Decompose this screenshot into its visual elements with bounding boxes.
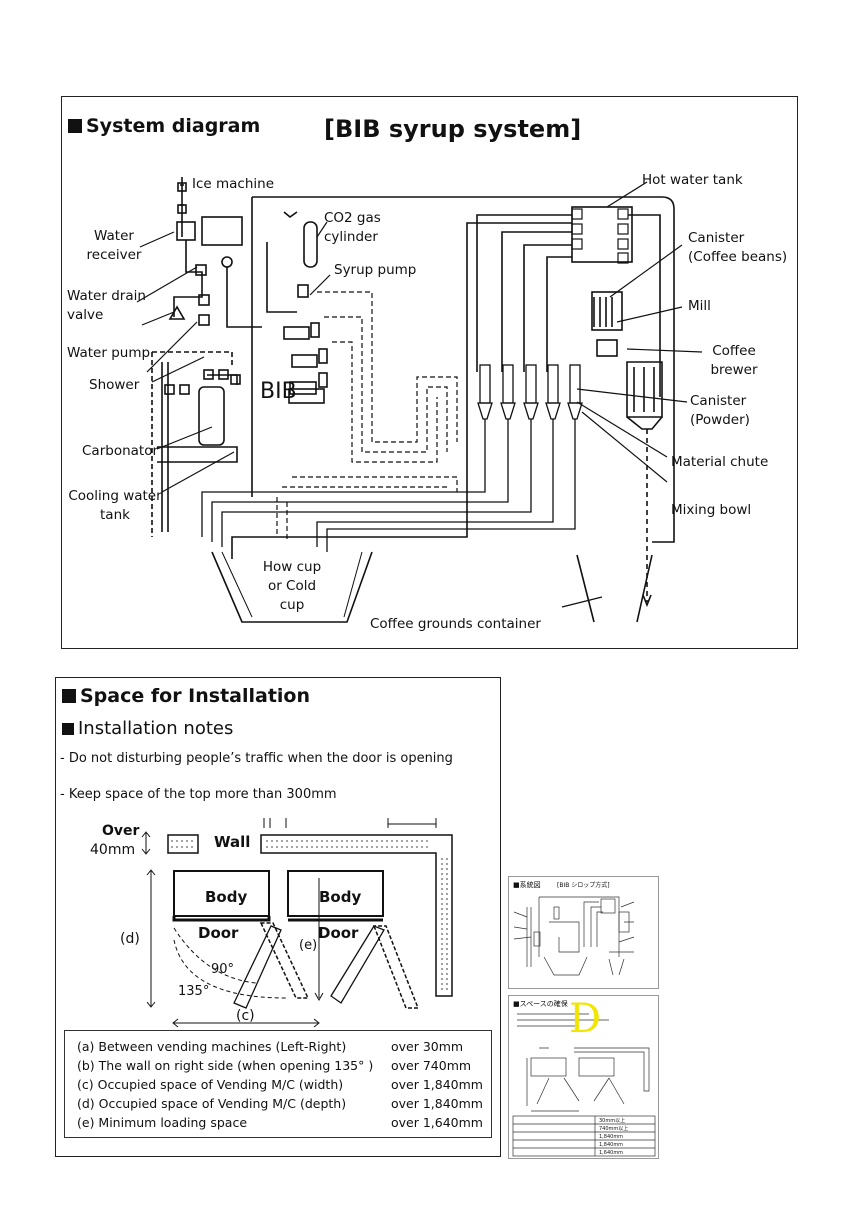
note-top-space: - Keep space of the top more than 300mm: [60, 787, 337, 802]
fig-body-left: Body: [205, 888, 248, 906]
label-ice-machine: Ice machine: [192, 176, 275, 192]
label-coffee-brewer: Coffee brewer: [710, 343, 758, 378]
note-traffic: - Do not disturbing people’s traffic whe…: [60, 751, 453, 766]
dim-label-d: (d) Occupied space of Vending M/C (depth…: [77, 1096, 347, 1111]
label-water-receiver: Water receiver: [86, 228, 142, 263]
thumb-table-values: 30mm以上 740mm以上 1,840mm 1,840mm 1,640mm: [599, 1118, 629, 1156]
fig-angle-90: 90°: [211, 962, 235, 977]
label-syrup-pump: Syrup pump: [334, 262, 417, 278]
installation-heading: Space for Installation: [62, 685, 310, 707]
fig-label-d: (d): [120, 931, 140, 947]
label-bib: BIB: [260, 379, 297, 404]
thumb-install-figure: [512, 1013, 656, 1157]
installation-figure: [141, 818, 453, 1028]
dim-label-c: (c) Occupied space of Vending M/C (width…: [77, 1077, 344, 1092]
label-cooling-water-tank: Cooling water tank: [68, 488, 162, 523]
system-diagram-heading: System diagram: [68, 115, 260, 137]
installation-notes-heading: Installation notes: [62, 718, 233, 739]
thumb-schematic: [513, 896, 635, 976]
label-canister-powder: Canister (Powder): [690, 393, 750, 428]
label-grounds-container: Coffee grounds container: [370, 616, 541, 632]
thumb-bottom-heading: ■スペースの確保: [513, 1000, 568, 1008]
dim-label-e: (e) Minimum loading space: [77, 1115, 248, 1130]
fig-door-right: Door: [318, 924, 359, 942]
watermark: D: [569, 996, 602, 1042]
system-diagram-panel: System diagram [BIB syrup system]: [61, 96, 798, 649]
dimensions-table: (a) Between vending machines (Left-Right…: [64, 1030, 492, 1138]
thumb-top-heading: ■系統図: [513, 881, 541, 889]
label-mixing-bowl: Mixing bowl: [671, 502, 752, 518]
label-water-drain-valve: Water drain valve: [67, 288, 146, 323]
system-schematic: [136, 177, 703, 623]
fig-label-c: (c): [236, 1008, 255, 1024]
label-material-chute: Material chute: [671, 454, 769, 470]
dim-value-a: over 30mm: [391, 1039, 464, 1054]
fig-label-e: (e): [299, 938, 318, 953]
dim-value-b: over 740mm: [391, 1058, 472, 1073]
dim-value-c: over 1,840mm: [391, 1077, 483, 1092]
label-mill: Mill: [688, 298, 711, 314]
fig-door-left: Door: [198, 924, 239, 942]
label-shower: Shower: [89, 377, 140, 393]
thumb-top-title: [BIB シロップ方式]: [557, 882, 610, 889]
label-canister-beans: Canister (Coffee beans): [688, 230, 788, 265]
label-water-pump: Water pump: [67, 345, 151, 361]
dim-label-b: (b) The wall on right side (when opening…: [77, 1058, 374, 1073]
bib-title: [BIB syrup system]: [324, 115, 582, 143]
label-hot-water-tank: Hot water tank: [642, 172, 743, 188]
fig-over-value: 40mm: [90, 842, 136, 858]
label-cup: How cup or Cold cup: [262, 559, 322, 613]
label-co2-cylinder: CO2 gas cylinder: [324, 210, 381, 245]
dim-value-e: over 1,640mm: [391, 1115, 483, 1130]
dim-label-a: (a) Between vending machines (Left-Right…: [77, 1039, 347, 1054]
thumbnail-installation: ■スペースの確保 30mm以上 740mm以上 1,840mm 1,840mm …: [508, 995, 659, 1159]
fig-wall: Wall: [214, 833, 251, 851]
thumbnail-system-diagram: ■系統図 [BIB シロップ方式]: [508, 876, 659, 989]
installation-panel: Space for Installation Installation note…: [55, 677, 501, 1157]
fig-body-right: Body: [319, 888, 362, 906]
dim-value-d: over 1,840mm: [391, 1096, 483, 1111]
fig-over-label: Over: [102, 823, 140, 839]
fig-angle-135: 135°: [178, 984, 210, 999]
label-carbonator: Carbonator: [82, 443, 159, 459]
